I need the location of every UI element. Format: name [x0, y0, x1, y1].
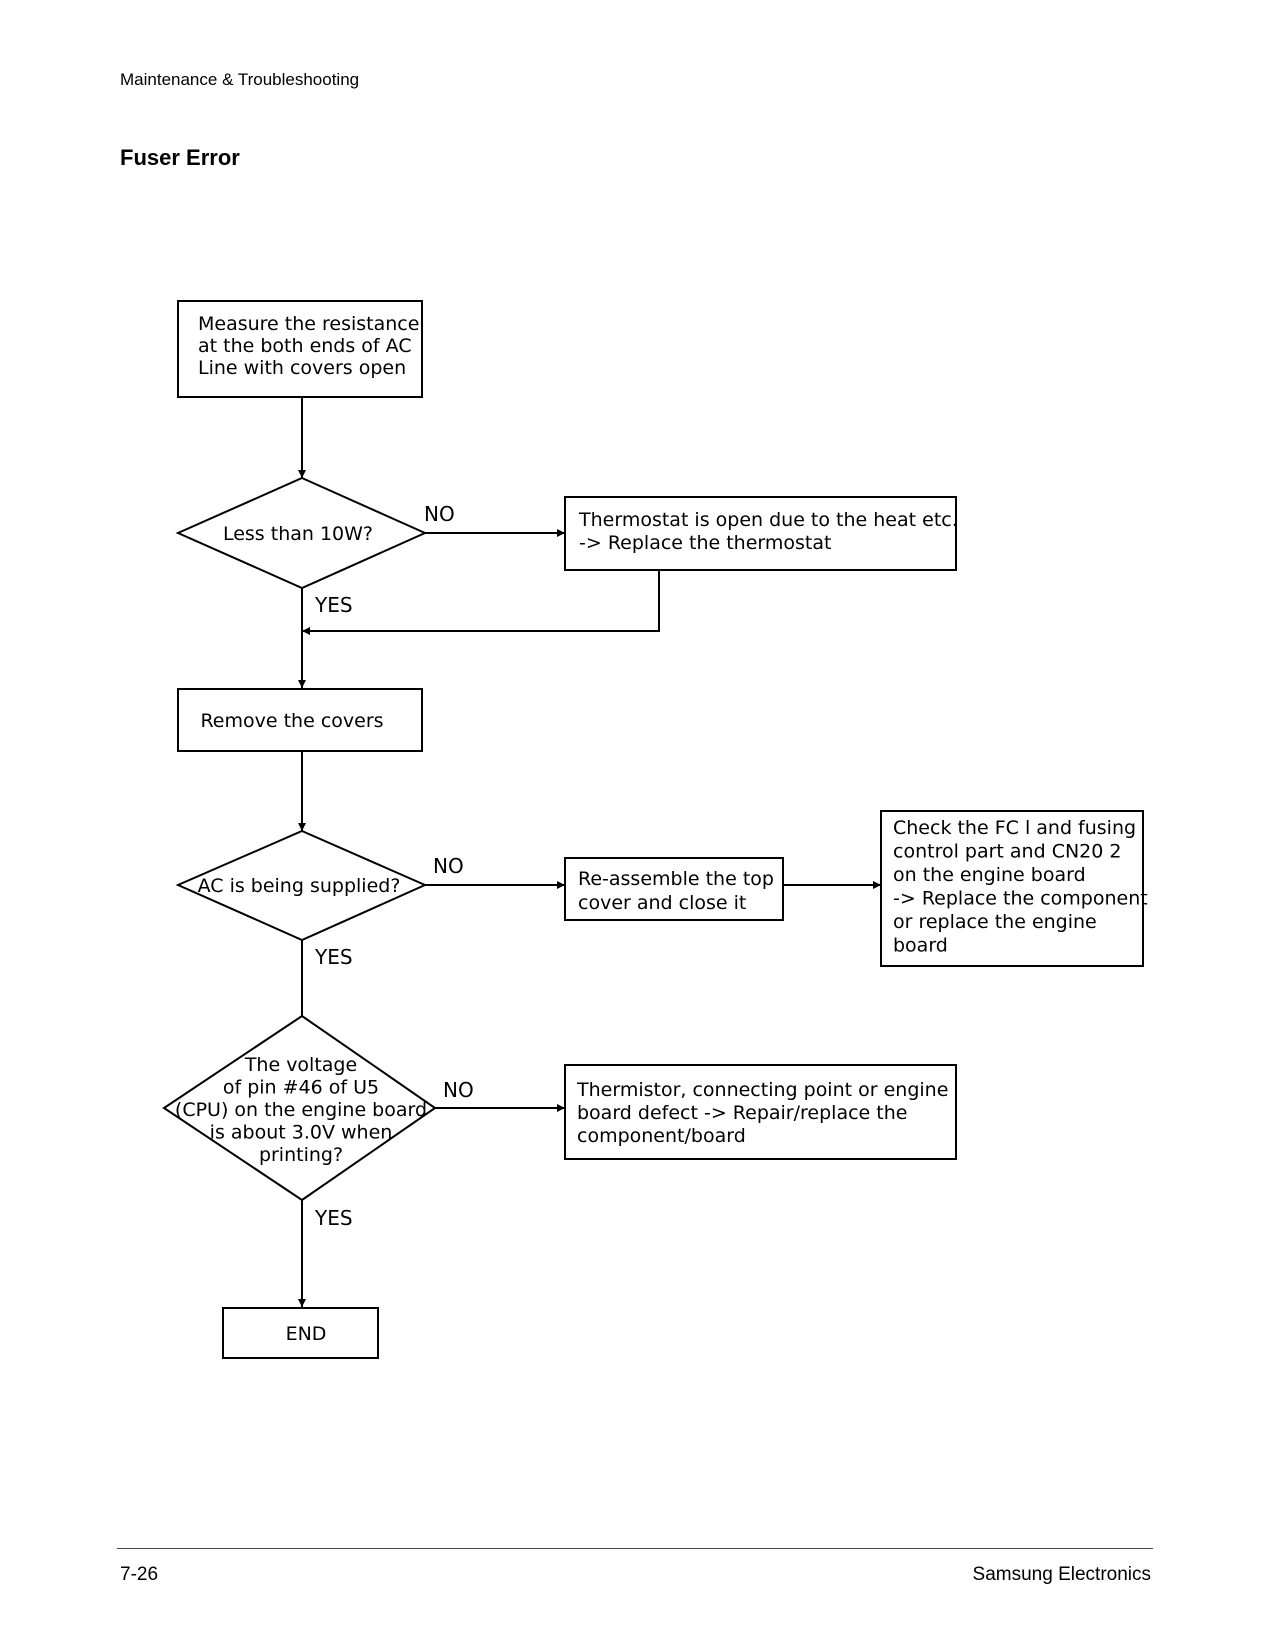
node-text-line: or replace the engine	[893, 911, 1097, 933]
company-name: Samsung Electronics	[972, 1564, 1151, 1585]
node-end-box	[222, 1307, 379, 1359]
node-text-line: Less than 10W?	[223, 523, 373, 545]
node-text-line: The voltage	[244, 1054, 357, 1076]
node-remove-covers-box	[177, 688, 423, 752]
node-text-line: Thermistor, connecting point or engine	[576, 1079, 948, 1101]
node-q-voltage-diamond	[162, 1014, 437, 1202]
node-text-line: board defect -> Repair/replace the	[577, 1102, 907, 1124]
node-end-text: END	[286, 1323, 327, 1345]
node-text-line: of pin #46 of U5	[223, 1077, 379, 1099]
edge-thermostat-return	[302, 570, 660, 635]
node-thermostat-box	[564, 496, 957, 571]
node-text-line: on the engine board	[893, 864, 1086, 886]
label-q3-yes: YES	[314, 1206, 353, 1230]
page-number: 7-26	[120, 1564, 159, 1585]
node-q-ac-text: AC is being supplied?	[198, 875, 401, 897]
node-text-line: Line with covers open	[198, 357, 406, 379]
section-header: Maintenance & Troubleshooting	[120, 70, 360, 89]
label-q1-no: NO	[424, 502, 455, 526]
node-text-line: -> Replace the component	[893, 888, 1148, 910]
node-text-line: Check the FC l and fusing	[893, 817, 1136, 839]
node-text-line: AC is being supplied?	[198, 875, 401, 897]
node-text-line: cover and close it	[578, 892, 746, 914]
node-measure-box	[177, 300, 423, 398]
label-q2-yes: YES	[314, 945, 353, 969]
node-check-fc-box	[880, 810, 1144, 967]
node-text-line: control part and CN20 2	[893, 841, 1121, 863]
node-text-line: Thermostat is open due to the heat etc.	[578, 509, 958, 531]
node-remove-covers-text: Remove the covers	[200, 710, 383, 732]
node-reassemble-box	[564, 857, 784, 921]
node-text-line: at the both ends of AC	[198, 335, 412, 357]
node-text-line: component/board	[577, 1125, 746, 1147]
label-q3-no: NO	[443, 1078, 474, 1102]
label-q2-no: NO	[433, 854, 464, 878]
node-text-line: printing?	[259, 1144, 343, 1166]
node-q-resistance-diamond	[175, 476, 428, 590]
node-thermostat-text: Thermostat is open due to the heat etc.-…	[578, 509, 958, 554]
node-text-line: (CPU) on the engine board	[175, 1099, 427, 1121]
label-q1-yes: YES	[314, 593, 353, 617]
node-text-line: Measure the resistance	[198, 313, 419, 335]
node-text-line: Re-assemble the top	[578, 868, 774, 890]
node-q-ac-diamond	[175, 829, 428, 942]
node-thermistor-box	[564, 1064, 957, 1160]
page-title: Fuser Error	[120, 145, 240, 170]
node-text-line: -> Replace the thermostat	[579, 532, 831, 554]
footer-divider	[117, 1548, 1153, 1549]
node-text-line: board	[893, 935, 948, 957]
node-text-line: is about 3.0V when	[210, 1122, 393, 1144]
node-text-line: END	[286, 1323, 327, 1345]
node-q-resistance-text: Less than 10W?	[223, 523, 373, 545]
node-text-line: Remove the covers	[200, 710, 383, 732]
